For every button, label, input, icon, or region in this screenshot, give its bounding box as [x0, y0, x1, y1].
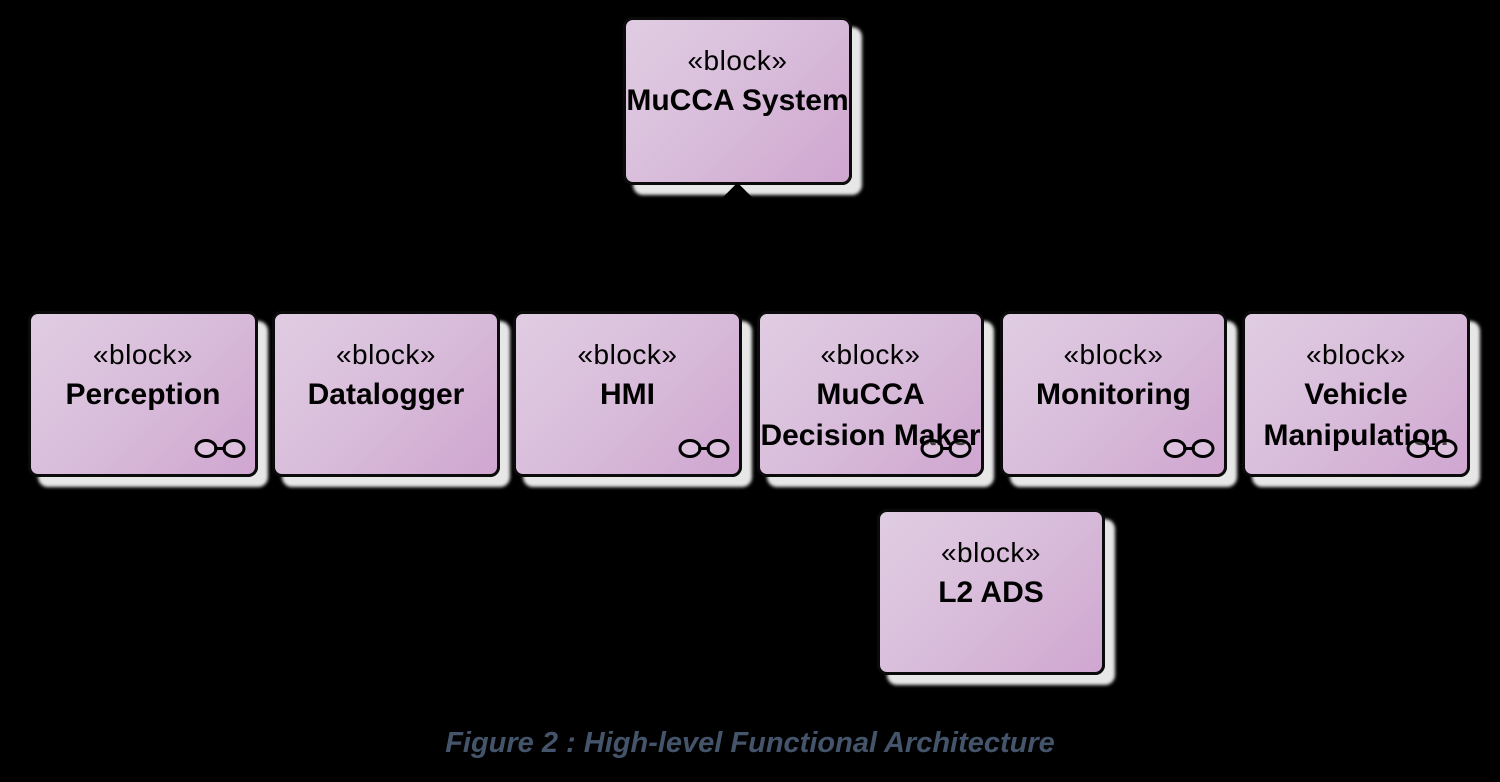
block-stereotype: «block» [687, 45, 788, 76]
block-stereotype: «block» [92, 339, 193, 370]
block-name: Perception [65, 378, 221, 411]
block-stereotype: «block» [1305, 339, 1406, 370]
block-stereotype: «block» [820, 339, 921, 370]
block-stereotype: «block» [1063, 339, 1164, 370]
block-mucca-system: «block» MuCCA System [623, 17, 852, 185]
block-monitoring: «block» Monitoring [1000, 311, 1227, 477]
block-name: L2 ADS [938, 576, 1044, 609]
glasses-icon [678, 439, 730, 458]
composition-diamond-icon [722, 182, 753, 213]
block-name: Datalogger [307, 378, 465, 411]
block-l2-ads: «block» L2 ADS [877, 509, 1105, 675]
block-perception: «block» Perception [28, 311, 258, 477]
block-name: MuCCA Decision Maker [760, 378, 981, 452]
block-stereotype: «block» [335, 339, 436, 370]
block-vehicle-manipulation: «block» Vehicle Manipulation [1242, 311, 1470, 477]
glasses-icon [1163, 439, 1215, 458]
block-datalogger: «block» Datalogger [272, 311, 500, 477]
block-stereotype: «block» [940, 537, 1041, 568]
block-stereotype: «block» [577, 339, 678, 370]
block-name: MuCCA System [626, 84, 849, 117]
block-name: HMI [600, 378, 655, 411]
block-hmi: «block» HMI [513, 311, 742, 477]
figure-caption: Figure 2 : High-level Functional Archite… [445, 727, 1055, 759]
glasses-icon [920, 439, 972, 458]
glasses-icon [1406, 439, 1458, 458]
glasses-icon [194, 439, 246, 458]
block-name: Monitoring [1036, 378, 1191, 411]
block-mucca-decision-maker: «block» MuCCA Decision Maker [757, 311, 984, 477]
block-name: Vehicle Manipulation [1263, 378, 1449, 452]
